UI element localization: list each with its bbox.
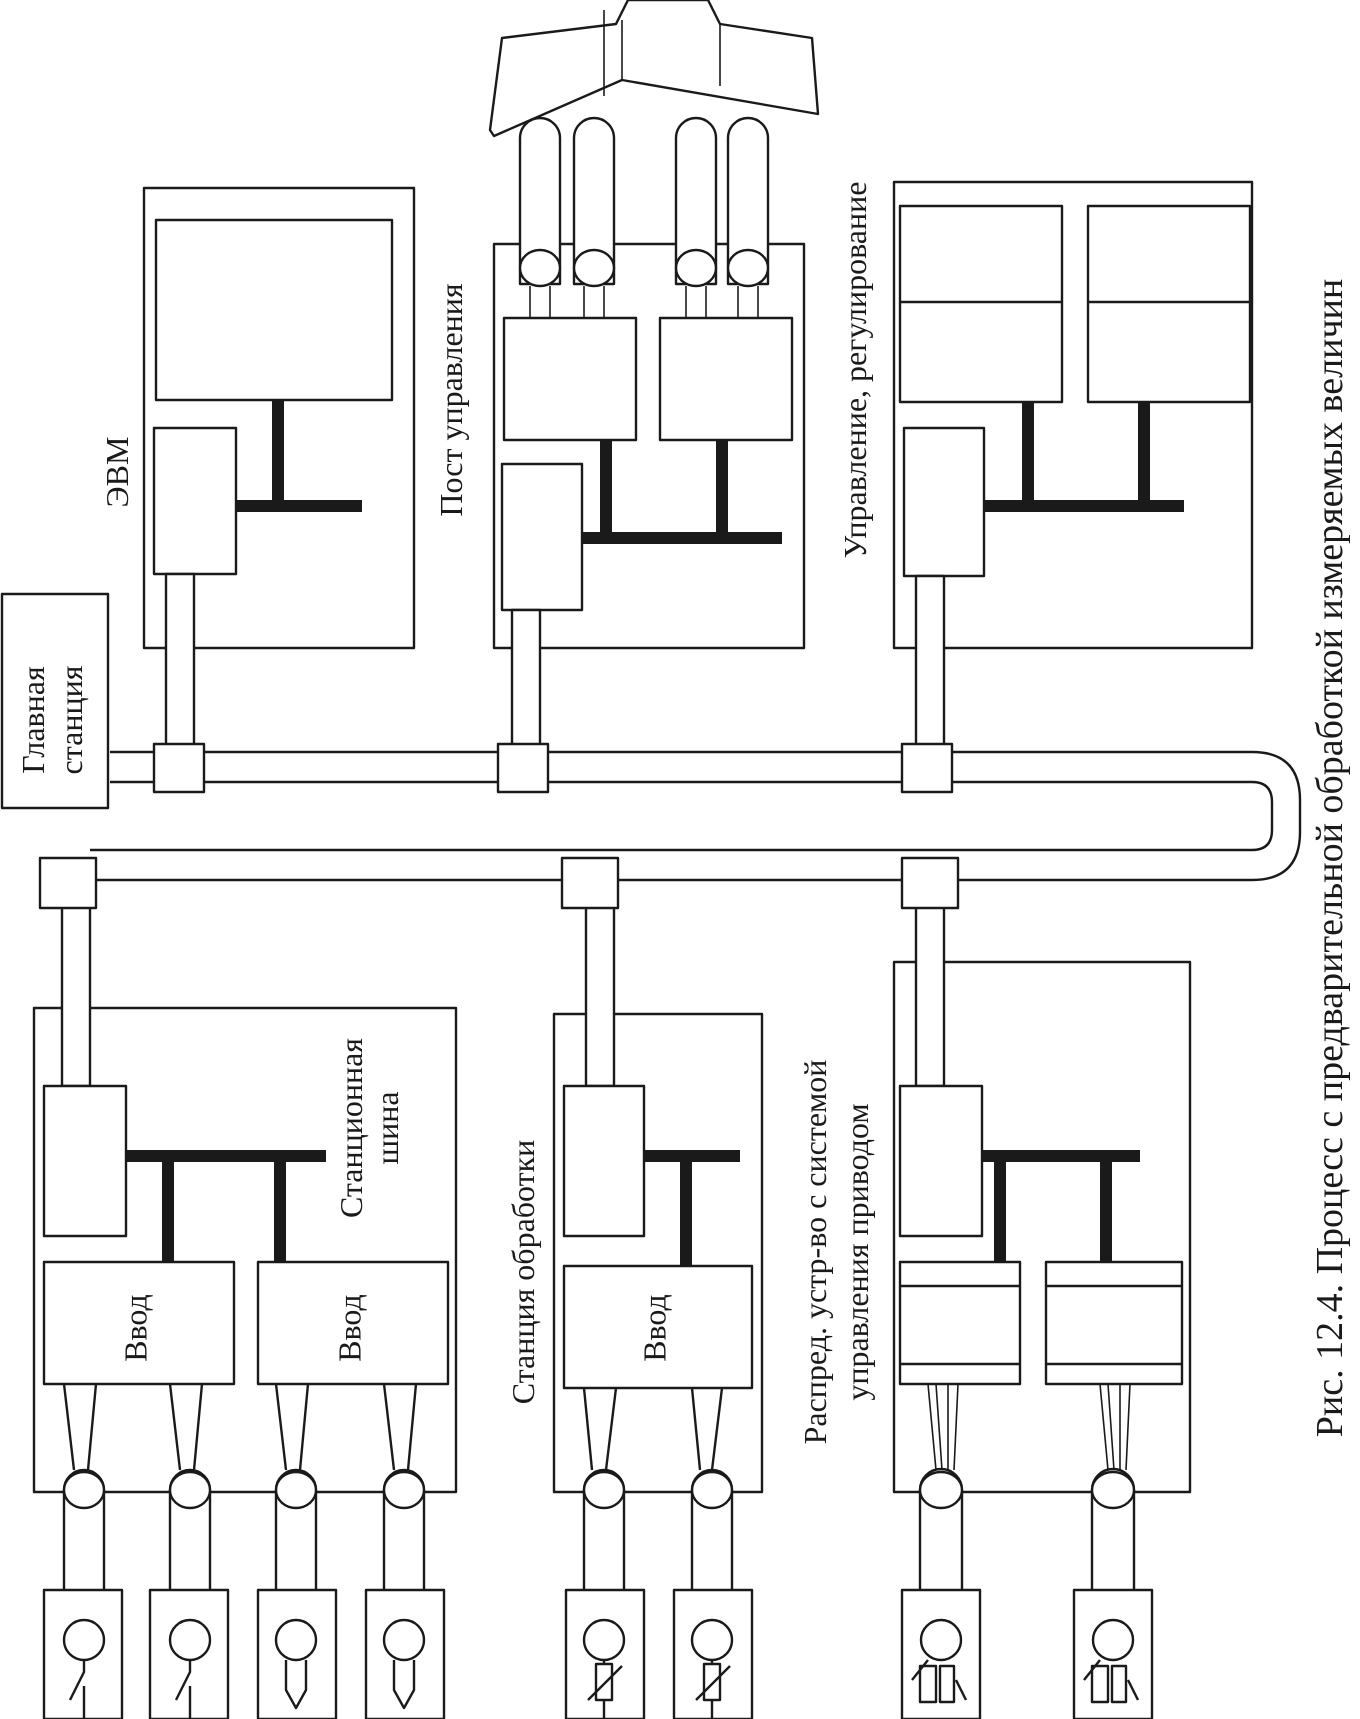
computer-interface-module bbox=[152, 426, 238, 576]
computer-display-module bbox=[154, 218, 394, 402]
input-module-2-label: Ввод bbox=[331, 1294, 367, 1362]
control-post-label: Пост управления bbox=[433, 283, 469, 517]
main-station-label-line1: Главная bbox=[15, 666, 51, 774]
control-post-unit: Пост управления bbox=[433, 0, 820, 754]
actuator-2 bbox=[1072, 1588, 1154, 1719]
drive-module-1 bbox=[898, 1260, 1022, 1386]
network-junctions bbox=[38, 742, 960, 910]
control-regulation-unit: Управление, регулирование bbox=[837, 180, 1254, 754]
drive-module-2 bbox=[1044, 1260, 1184, 1386]
junction-processing bbox=[560, 856, 620, 910]
control-post-module-2 bbox=[658, 316, 794, 442]
input-module-1-label: Ввод bbox=[117, 1294, 153, 1362]
computer-label: ЭВМ bbox=[99, 437, 135, 508]
junction-input-station bbox=[38, 856, 98, 910]
upper-network-cable bbox=[110, 750, 1302, 882]
regulation-module-2 bbox=[1086, 204, 1252, 404]
processing-station-unit: Ввод Станция обработки bbox=[505, 880, 764, 1494]
junction-control-post bbox=[496, 742, 550, 794]
console-cables bbox=[518, 116, 770, 318]
processing-interface-module bbox=[562, 1084, 646, 1238]
processing-input-label: Ввод bbox=[636, 1294, 672, 1362]
sensor-switch-2 bbox=[148, 1588, 230, 1719]
input-module-2 bbox=[256, 1260, 450, 1386]
junction-computer bbox=[152, 742, 206, 794]
actuator-1 bbox=[900, 1588, 982, 1719]
sensor-variable-resistor-1 bbox=[564, 1588, 646, 1719]
input-module-1 bbox=[42, 1260, 236, 1386]
station-interface-module bbox=[42, 1084, 128, 1238]
junction-regulation bbox=[900, 742, 954, 794]
distributed-interface-module bbox=[898, 1084, 984, 1238]
sensor-probe-2 bbox=[364, 1588, 446, 1719]
input-station-unit: Ввод Ввод Станционная шина bbox=[32, 880, 458, 1494]
processing-station-label: Станция обработки bbox=[505, 1140, 541, 1405]
sensor-variable-resistor-2 bbox=[672, 1588, 754, 1719]
processing-input-module bbox=[562, 1264, 754, 1390]
lower-network-cable bbox=[90, 848, 1252, 882]
control-post-module-1 bbox=[502, 316, 638, 442]
main-station-label-line2: станция bbox=[53, 665, 89, 774]
computer-unit: ЭВМ bbox=[99, 186, 416, 754]
distributed-device-unit: Распред. устр-во с системой управления п… bbox=[797, 880, 1192, 1494]
sensor-probe-1 bbox=[256, 1588, 338, 1719]
figure-caption: Рис. 12.4. Процесс с предварительной обр… bbox=[1309, 279, 1351, 1437]
junction-distributed bbox=[900, 856, 960, 910]
sensor-switch-1 bbox=[42, 1588, 124, 1719]
operator-console bbox=[488, 0, 820, 138]
control-regulation-label: Управление, регулирование bbox=[837, 182, 873, 559]
control-post-interface-module bbox=[500, 462, 584, 612]
main-station: Главная станция bbox=[0, 592, 110, 810]
distributed-label-line2: управления приводом bbox=[839, 1103, 875, 1400]
station-bus-label-line1: Станционная bbox=[333, 1038, 369, 1218]
distributed-label-line1: Распред. устр-во с системой bbox=[797, 1060, 833, 1445]
station-bus-label-line2: шина bbox=[369, 1091, 405, 1164]
regulation-interface-module bbox=[902, 426, 986, 578]
regulation-module-1 bbox=[898, 204, 1064, 404]
